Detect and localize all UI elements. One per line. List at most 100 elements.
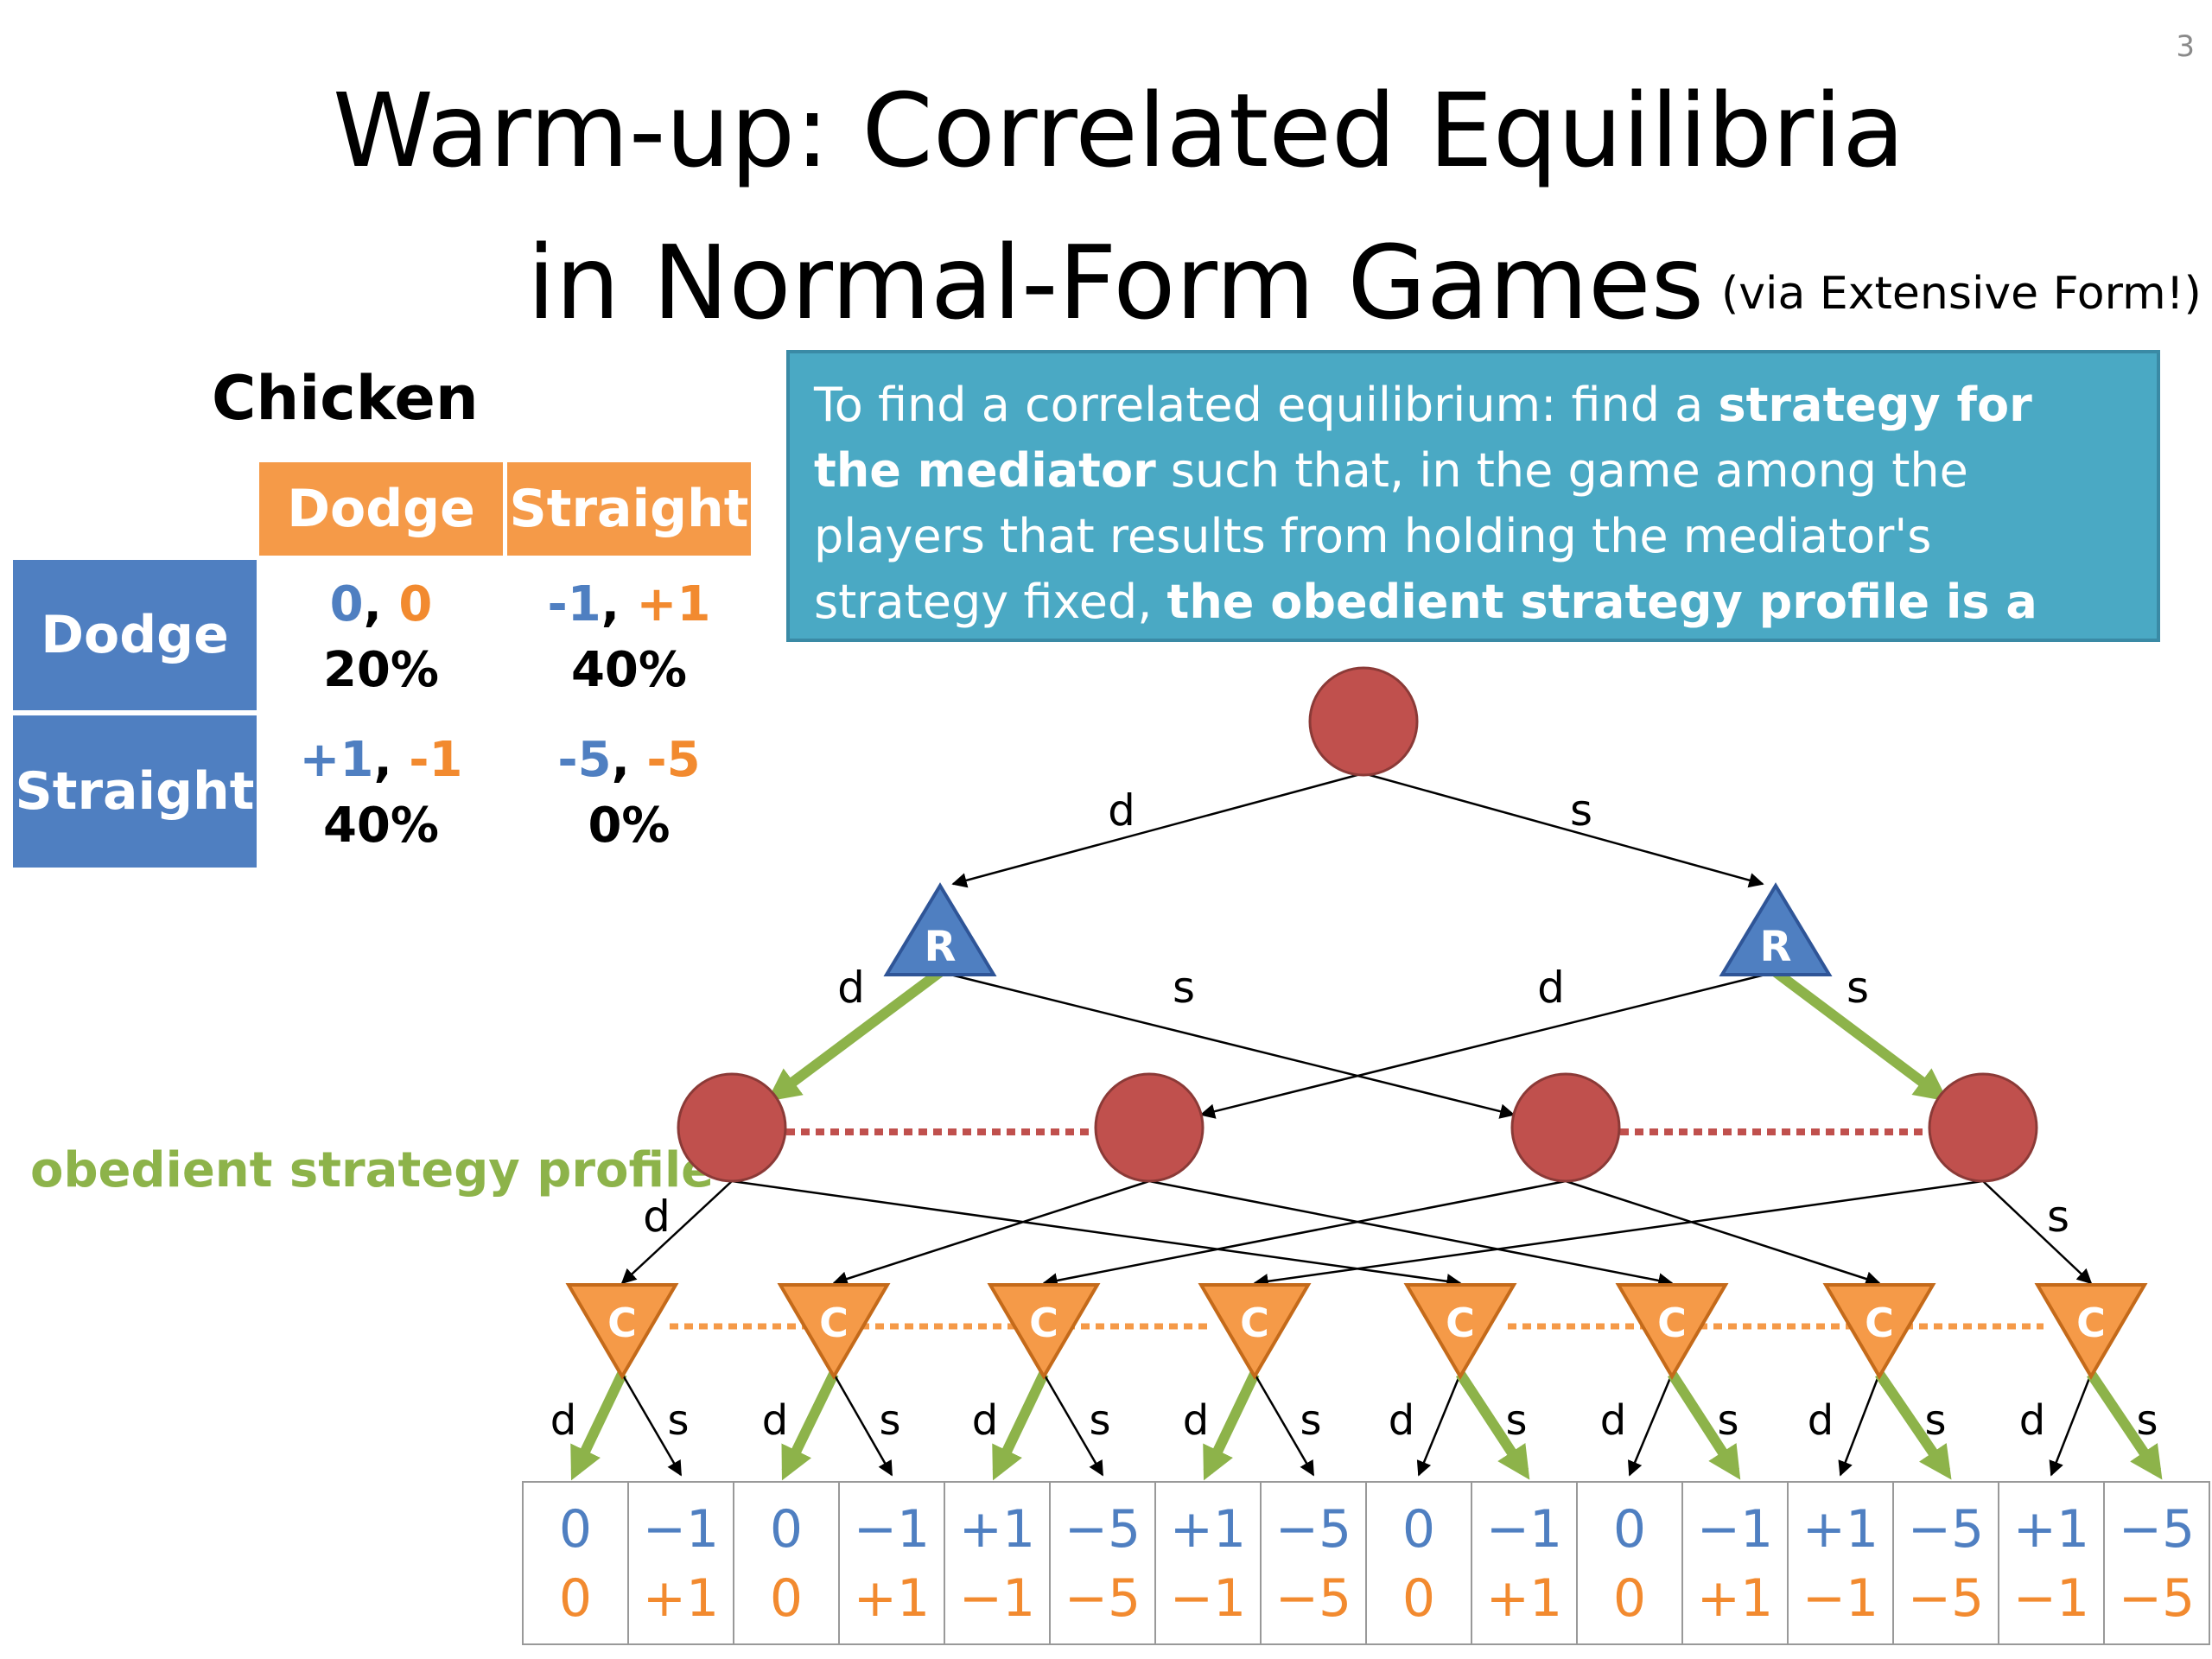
edge-r-m [1199,970,1777,1119]
obedient-edge-r [766,968,944,1102]
edge-label-d: d [2019,1396,2045,1445]
payoff-top: +1 [1802,1499,1878,1560]
payoff-bottom: 0 [770,1568,803,1629]
payoff-top: −5 [1908,1499,1984,1560]
col-player-node [1822,1283,1936,1380]
edge-label-s: s [2136,1396,2158,1445]
col-player-node [565,1283,679,1380]
obedient-edge-c [992,1371,1049,1481]
cell-dodge-dodge: 0, 0 20% [259,572,503,703]
obedient-edge-c [781,1371,839,1481]
payoff-row: -1 [547,576,601,632]
title-note: (via Extensive Form!) [1721,268,2202,320]
edge-r-m [939,970,1516,1119]
obedient-edge-c [2087,1370,2163,1480]
payoff-col: +1 [636,576,711,632]
payoff-bottom: −1 [959,1568,1035,1629]
payoff-top: 0 [770,1499,803,1560]
payoff-bottom: 0 [559,1568,592,1629]
payoff-top: +1 [959,1499,1035,1560]
cell-dodge-straight: -1, +1 40% [507,572,751,703]
payoff-bottom: +1 [1486,1568,1562,1629]
col-player-label: C [1029,1300,1058,1346]
payoff-top: +1 [2013,1499,2089,1560]
col-player-node [1403,1283,1517,1380]
payoff-bottom: +1 [643,1568,719,1629]
obedient-edge-c [1455,1370,1530,1480]
edge-label-d: d [1808,1396,1834,1445]
edge-label-d: d [837,963,865,1013]
edge-label-d: d [1600,1396,1626,1445]
edge-m-c [1565,1179,1881,1287]
col-header-dodge: Dodge [259,462,503,556]
col-player-label: C [1865,1300,1894,1346]
edge-label-d: d [972,1396,998,1445]
col-player-node [987,1283,1101,1380]
payoff-bottom: −5 [1908,1568,1984,1629]
obedient-edge-c [1203,1371,1260,1481]
title-line-2: in Normal-Form Games [527,223,1705,342]
cell-straight-dodge: +1, -1 40% [259,728,503,859]
col-player-node [1615,1283,1729,1380]
edge-c-d [2049,1373,2093,1477]
chance-node [1094,1072,1205,1183]
payoff-top: 0 [1613,1499,1646,1560]
edge-c-d [1416,1373,1462,1477]
edge-c-d [1838,1373,1881,1477]
edge-c-s [1042,1373,1104,1477]
payoff-row: +1 [299,732,374,788]
probability: 40% [570,642,688,698]
col-player-label: C [1657,1300,1687,1346]
col-player-node [2034,1283,2148,1380]
edge-label-s: s [1847,963,1869,1013]
definition-callout: To find a correlated equilibrium: find a… [786,350,2160,695]
edge-m-c [1982,1180,2093,1285]
chance-node [677,1072,787,1183]
col-player-label: C [819,1300,849,1346]
obedient-edge-r [1772,968,1948,1102]
edge-c-d [1628,1373,1674,1477]
edge-label-s: s [1924,1396,1946,1445]
edge-label-s: s [1089,1396,1110,1445]
payoff-bottom: +1 [1697,1568,1773,1629]
chance-node [1510,1072,1621,1183]
root-chance-node [1308,666,1419,777]
edge-label-s: s [1505,1396,1527,1445]
probability: 0% [588,798,671,854]
payoff-col: 0 [398,576,433,632]
payoff-top: −1 [643,1499,719,1560]
edge-root-d [951,772,1364,888]
chance-node [1928,1072,2038,1183]
edge-m-c [620,1180,733,1285]
obedient-edge-c [1875,1370,1952,1480]
edge-label-d: d [1183,1396,1209,1445]
edge-label-s: s [1300,1396,1321,1445]
row-header-straight: Straight [13,715,257,868]
edge-m-c [1148,1179,1674,1288]
edge-label-s: s [667,1396,689,1445]
probability: 20% [322,642,440,698]
edge-label-s: s [1570,785,1592,836]
title-line-1: Warm-up: Correlated Equilibria [333,71,1905,190]
payoff-bottom: −1 [2013,1568,2089,1629]
payoff-col: -5 [646,732,701,788]
edge-label-d: d [550,1396,576,1445]
edge-c-s [1253,1373,1315,1477]
payoff-row: 0 [329,576,364,632]
edge-label-d: d [643,1192,671,1242]
edge-m-c [832,1179,1150,1287]
payoff-bottom: −5 [2119,1568,2195,1629]
row-player-node [883,882,997,976]
edge-label-s: s [1173,963,1195,1013]
obedient-edge-c [1667,1370,1741,1480]
obedient-legend: obedient strategy profile [30,1142,715,1198]
edge-m-c [1253,1179,1984,1289]
edge-m-c [1042,1179,1567,1288]
payoff-bottom: −5 [1065,1568,1141,1629]
payoff-top: −1 [1486,1499,1562,1560]
payoff-top: 0 [559,1499,592,1560]
cell-straight-straight: -5, -5 0% [507,728,751,859]
col-player-node [1198,1283,1312,1380]
obedient-edge-c [570,1371,627,1481]
